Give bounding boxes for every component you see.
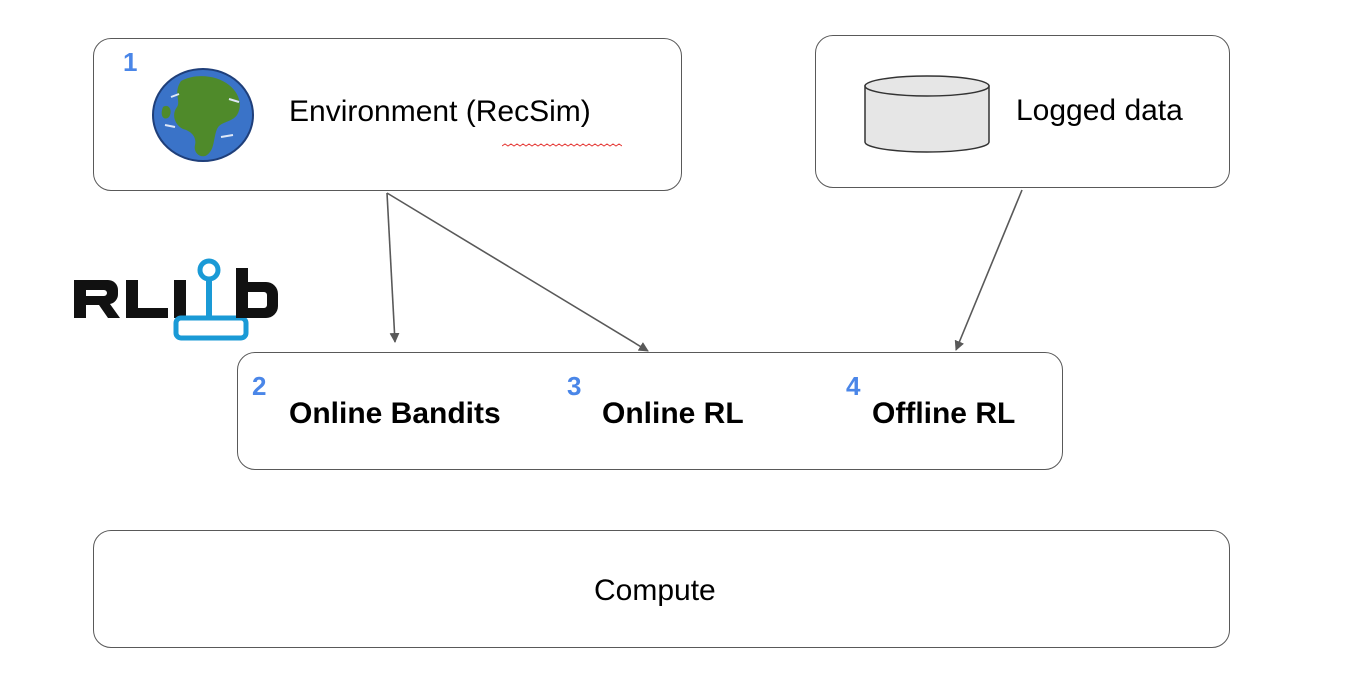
logged-data-box: Logged data [815, 35, 1230, 188]
database-cylinder-icon [864, 75, 990, 153]
arrow-env-to-bandits [386, 192, 400, 343]
online-rl-label: Online RL [602, 397, 744, 430]
step-number-2: 2 [252, 371, 267, 401]
compute-box: Compute [93, 530, 1230, 648]
step-number-4: 4 [846, 371, 861, 401]
step-number-1: 1 [123, 47, 138, 77]
rllib-logo [74, 258, 278, 341]
compute-label: Compute [594, 574, 716, 607]
arrow-env-to-online-rl [386, 192, 649, 352]
environment-label: Environment (RecSim) [289, 95, 591, 128]
offline-rl-label: Offline RL [872, 397, 1016, 430]
online-bandits-label: Online Bandits [289, 397, 501, 430]
step-number-3: 3 [567, 371, 582, 401]
spellcheck-underline [502, 143, 622, 147]
logged-data-label: Logged data [1016, 94, 1183, 127]
arrow-logged-to-offline-rl [954, 189, 1023, 351]
globe-icon [152, 68, 254, 162]
environment-box: 1 Environment (RecSim) [93, 38, 682, 191]
algorithms-box: 2 Online Bandits 3 Online RL 4 Offline R… [237, 352, 1063, 470]
